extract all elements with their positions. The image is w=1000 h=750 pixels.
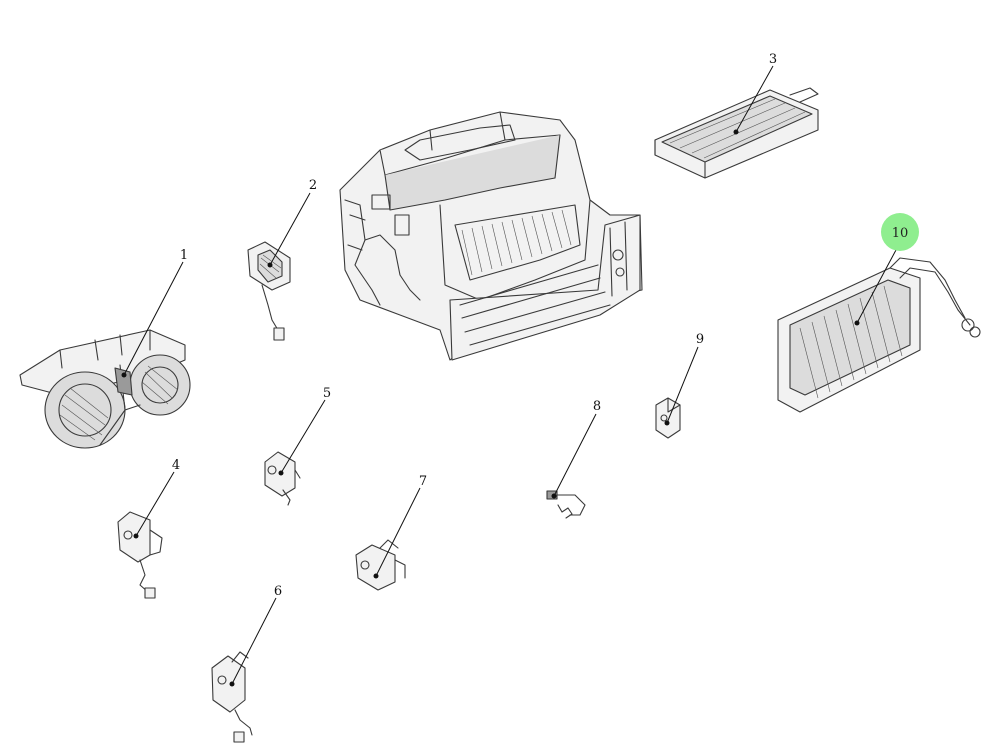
part-4-actuator	[117, 511, 163, 599]
callouts: 1 2 3 4 5 6 7 8 9 10	[172, 52, 919, 599]
leader-10	[856, 249, 897, 324]
leader-dot-3	[733, 129, 739, 135]
leader-4	[135, 471, 175, 537]
leader-dot-10	[854, 320, 860, 326]
leader-5	[280, 399, 326, 474]
callout-4: 4	[172, 458, 180, 473]
callout-3: 3	[769, 52, 777, 67]
leader-dot-7	[373, 573, 379, 579]
part-1-blower	[19, 329, 191, 449]
leader-2	[269, 192, 311, 266]
leader-9	[666, 346, 699, 424]
part-6-actuator	[211, 651, 253, 743]
leader-1	[123, 261, 184, 376]
callout-1: 1	[180, 248, 188, 263]
leader-dot-8	[551, 493, 557, 499]
part-2-resistor	[247, 241, 291, 341]
callout-9: 9	[696, 332, 704, 347]
leader-dot-6	[229, 681, 235, 687]
hvac-housing	[339, 111, 643, 361]
callout-5: 5	[323, 386, 331, 401]
leader-7	[375, 487, 421, 577]
callout-2: 2	[309, 178, 317, 193]
leader-dot-9	[664, 420, 670, 426]
callout-7: 7	[419, 474, 427, 489]
leader-3	[735, 65, 774, 133]
leaders	[121, 65, 897, 687]
leader-dot-1	[121, 372, 127, 378]
leader-dot-4	[133, 533, 139, 539]
callout-6: 6	[274, 584, 282, 599]
part-5-actuator	[264, 451, 301, 506]
part-10-evaporator	[777, 257, 981, 413]
leader-dot-2	[267, 262, 273, 268]
part-7-actuator	[355, 539, 406, 591]
callout-10: 10	[892, 226, 909, 241]
callout-8: 8	[593, 399, 601, 414]
leader-dot-5	[278, 470, 284, 476]
leader-8	[553, 413, 597, 497]
callout-10-badge	[881, 213, 919, 251]
part-9-sensor	[655, 397, 681, 439]
leader-6	[231, 597, 277, 685]
